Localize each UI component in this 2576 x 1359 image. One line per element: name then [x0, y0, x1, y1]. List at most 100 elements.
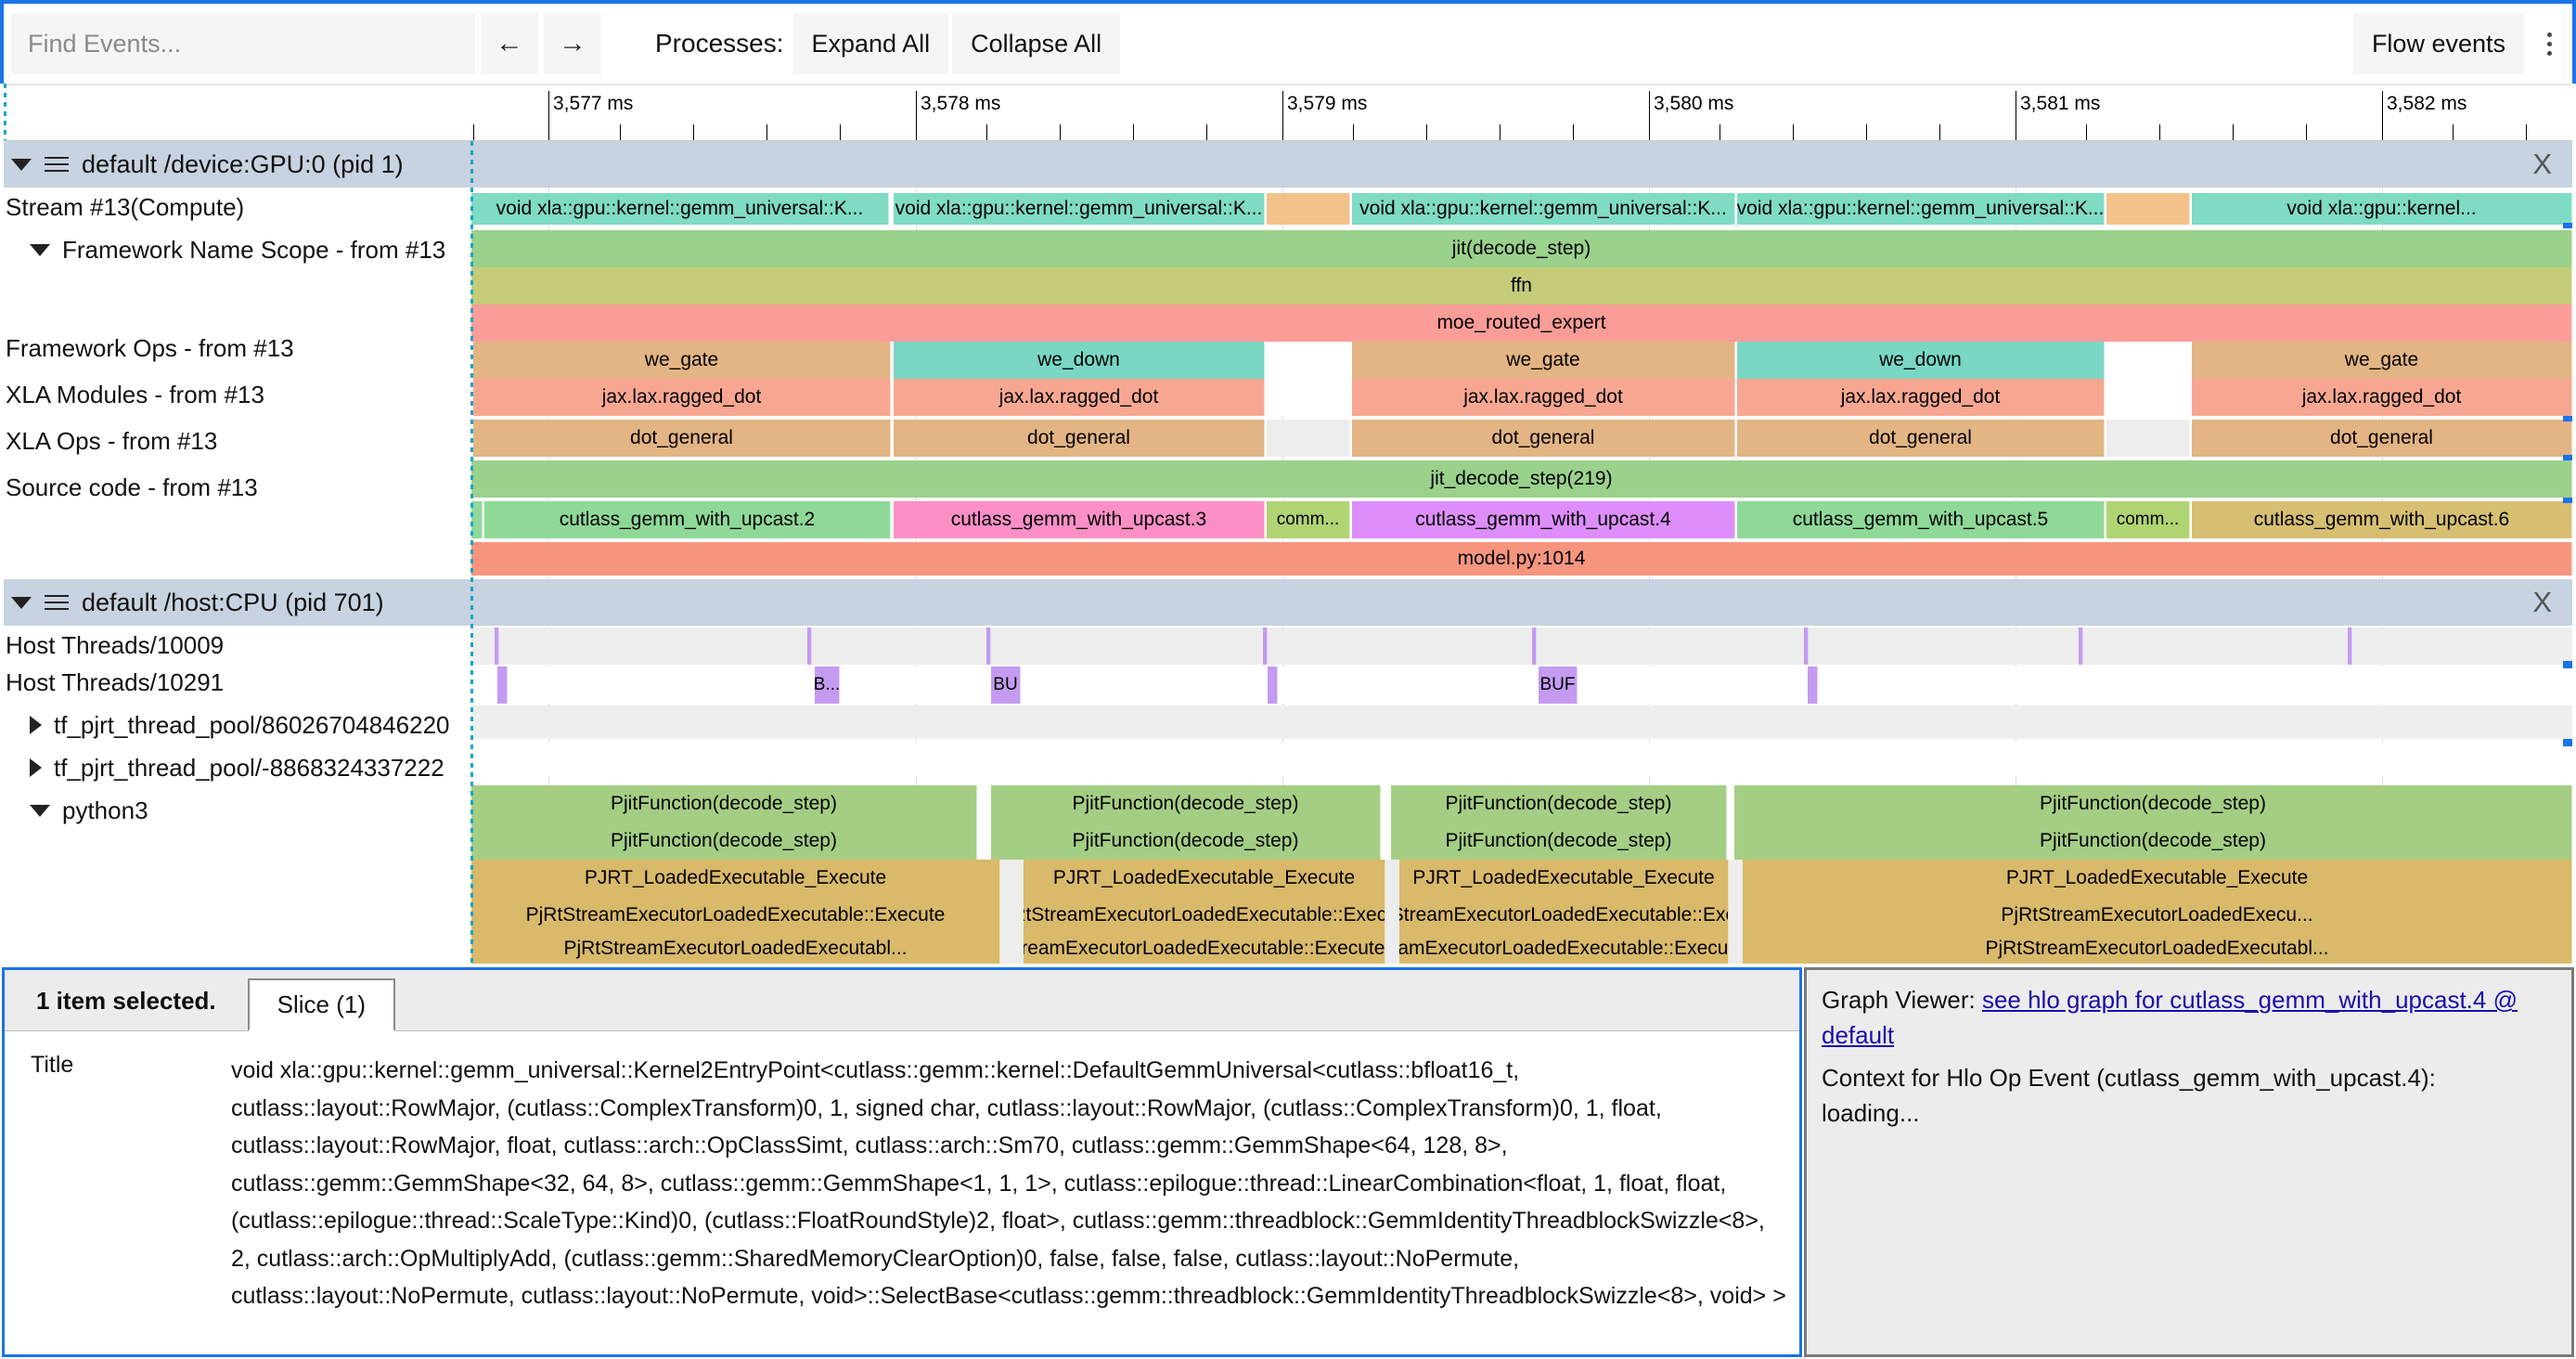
trace-slice[interactable]: [1532, 628, 1537, 665]
timeline-area[interactable]: void xla::gpu::kernel::gemm_universal::K…: [4, 141, 2572, 964]
trace-slice[interactable]: [986, 628, 991, 665]
trace-slice[interactable]: jax.lax.ragged_dot: [2192, 379, 2572, 416]
trace-slice[interactable]: we_down: [894, 342, 1265, 379]
trace-slice[interactable]: B...: [815, 667, 840, 704]
close-process-icon[interactable]: X: [2532, 148, 2552, 180]
trace-slice[interactable]: void xla::gpu::kernel::gemm_universal::K…: [1352, 193, 1735, 225]
trace-slice[interactable]: PJRT_LoadedExecutable_Execute: [471, 860, 1000, 897]
drag-handle-icon[interactable]: [45, 595, 69, 610]
kebab-menu-icon[interactable]: [2533, 13, 2565, 74]
trace-slice[interactable]: [2106, 420, 2190, 457]
trace-slice[interactable]: [1267, 420, 1350, 457]
trace-slice[interactable]: jax.lax.ragged_dot: [473, 379, 891, 416]
trace-slice[interactable]: we_gate: [473, 342, 891, 379]
expand-triangle-icon[interactable]: [30, 804, 50, 817]
trace-slice[interactable]: PjRtStreamExecutorLoadedExecutable::Exec…: [1024, 897, 1385, 934]
scroll-indicator[interactable]: [2563, 455, 2572, 460]
hlo-graph-link[interactable]: see hlo graph for cutlass_gemm_with_upca…: [1822, 986, 2518, 1049]
scroll-indicator[interactable]: [2563, 498, 2572, 503]
trace-slice[interactable]: PjRtStreamExecutorLoadedExecutable::Exec…: [471, 897, 1000, 934]
track-label[interactable]: tf_pjrt_thread_pool/-8868324337222: [4, 748, 444, 787]
trace-slice[interactable]: ffn: [471, 267, 2572, 304]
process-header-cpu[interactable]: default /host:CPU (pid 701)X: [4, 579, 2572, 626]
trace-slice[interactable]: PjitFunction(decode_step): [471, 822, 977, 860]
trace-slice[interactable]: [1804, 628, 1809, 665]
trace-slice[interactable]: PjRtStreamExecutorLoadedExecutable::Exec…: [1024, 934, 1385, 964]
trace-slice[interactable]: PjRtStreamExecutorLoadedExecutabl...: [471, 934, 1000, 964]
collapse-triangle-icon[interactable]: [11, 158, 32, 171]
trace-slice[interactable]: cutlass_gemm_with_upcast.2: [484, 501, 891, 538]
trace-slice[interactable]: [1267, 342, 1350, 379]
trace-slice[interactable]: PJRT_LoadedExecutable_Execute: [1024, 860, 1385, 897]
search-input[interactable]: [11, 13, 475, 74]
trace-slice[interactable]: [1267, 193, 1350, 225]
trace-slice[interactable]: moe_routed_expert: [471, 304, 2572, 342]
scroll-indicator[interactable]: [2563, 739, 2572, 746]
track-label[interactable]: Framework Ops - from #13: [4, 329, 294, 368]
scroll-indicator[interactable]: [2563, 661, 2572, 668]
trace-slice[interactable]: [2106, 193, 2190, 225]
track-label[interactable]: Stream #13(Compute): [4, 188, 244, 226]
trace-slice[interactable]: PjitFunction(decode_step): [471, 785, 977, 822]
trace-slice[interactable]: [2106, 379, 2190, 416]
trace-slice[interactable]: PjRtStreamExecutorLoadedExecutabl...: [1743, 934, 2572, 964]
collapse-triangle-icon[interactable]: [11, 596, 32, 609]
trace-slice[interactable]: PjitFunction(decode_step): [1734, 822, 2572, 860]
flow-events-button[interactable]: Flow events: [2352, 13, 2524, 74]
scroll-indicator[interactable]: [2563, 416, 2572, 421]
trace-slice[interactable]: PJRT_LoadedExecutable_Execute: [1743, 860, 2572, 897]
trace-slice[interactable]: PjitFunction(decode_step): [991, 822, 1381, 860]
trace-slice[interactable]: PJRT_LoadedExecutable_Execute: [1399, 860, 1729, 897]
expand-all-button[interactable]: Expand All: [792, 13, 949, 74]
trace-slice[interactable]: cutlass_gemm_with_upcast.3: [894, 501, 1265, 538]
trace-slice[interactable]: [1808, 667, 1818, 704]
trace-slice[interactable]: dot_general: [1352, 420, 1735, 457]
track-label[interactable]: Host Threads/10009: [4, 626, 224, 665]
trace-slice[interactable]: [471, 501, 483, 538]
trace-slice[interactable]: void xla::gpu::kernel::gemm_universal::K…: [1737, 193, 2105, 225]
nav-prev-button[interactable]: ←: [481, 13, 538, 74]
nav-next-button[interactable]: →: [544, 13, 601, 74]
trace-slice[interactable]: BUF: [1539, 667, 1578, 704]
trace-slice[interactable]: jax.lax.ragged_dot: [1737, 379, 2105, 416]
trace-slice[interactable]: comm...: [2106, 501, 2190, 538]
track-label[interactable]: Host Threads/10291: [4, 663, 224, 702]
trace-slice[interactable]: [497, 667, 508, 704]
trace-slice[interactable]: [2348, 628, 2352, 665]
trace-slice[interactable]: [2106, 342, 2190, 379]
trace-slice[interactable]: PjitFunction(decode_step): [1391, 785, 1727, 822]
close-process-icon[interactable]: X: [2532, 586, 2552, 618]
trace-slice[interactable]: we_gate: [2192, 342, 2572, 379]
trace-slice[interactable]: PjitFunction(decode_step): [1734, 785, 2572, 822]
track-label[interactable]: python3: [4, 791, 148, 830]
trace-slice[interactable]: PjitFunction(decode_step): [991, 785, 1381, 822]
drag-handle-icon[interactable]: [45, 157, 69, 172]
trace-slice[interactable]: jax.lax.ragged_dot: [894, 379, 1265, 416]
trace-slice[interactable]: PjRtStreamExecutorLoadedExecu...: [1743, 897, 2572, 934]
trace-slice[interactable]: model.py:1014: [471, 542, 2572, 576]
trace-slice[interactable]: jit_decode_step(219): [471, 460, 2572, 498]
trace-slice[interactable]: we_down: [1737, 342, 2105, 379]
track-label[interactable]: Source code - from #13: [4, 468, 258, 507]
trace-slice[interactable]: void xla::gpu::kernel::gemm_universal::K…: [894, 193, 1265, 225]
trace-slice[interactable]: [495, 628, 499, 665]
trace-slice[interactable]: [1263, 628, 1268, 665]
track-label[interactable]: XLA Modules - from #13: [4, 375, 264, 414]
trace-slice[interactable]: cutlass_gemm_with_upcast.4: [1352, 501, 1735, 538]
trace-slice[interactable]: cutlass_gemm_with_upcast.5: [1737, 501, 2105, 538]
trace-slice[interactable]: cutlass_gemm_with_upcast.6: [2192, 501, 2572, 538]
trace-slice[interactable]: [807, 628, 812, 665]
collapse-triangle-icon[interactable]: [30, 716, 42, 734]
trace-slice[interactable]: [2079, 628, 2083, 665]
track-label[interactable]: Framework Name Scope - from #13: [4, 230, 445, 269]
trace-slice[interactable]: [1268, 667, 1278, 704]
track-label[interactable]: XLA Ops - from #13: [4, 421, 217, 460]
collapse-all-button[interactable]: Collapse All: [952, 13, 1121, 74]
collapse-triangle-icon[interactable]: [30, 758, 42, 777]
trace-slice[interactable]: PjitFunction(decode_step): [1391, 822, 1727, 860]
trace-slice[interactable]: dot_general: [473, 420, 891, 457]
track-label[interactable]: tf_pjrt_thread_pool/86026704846220: [4, 705, 450, 744]
trace-slice[interactable]: PjRtStreamExecutorLoadedExecutable::Exec…: [1399, 934, 1729, 964]
trace-slice[interactable]: we_gate: [1352, 342, 1735, 379]
